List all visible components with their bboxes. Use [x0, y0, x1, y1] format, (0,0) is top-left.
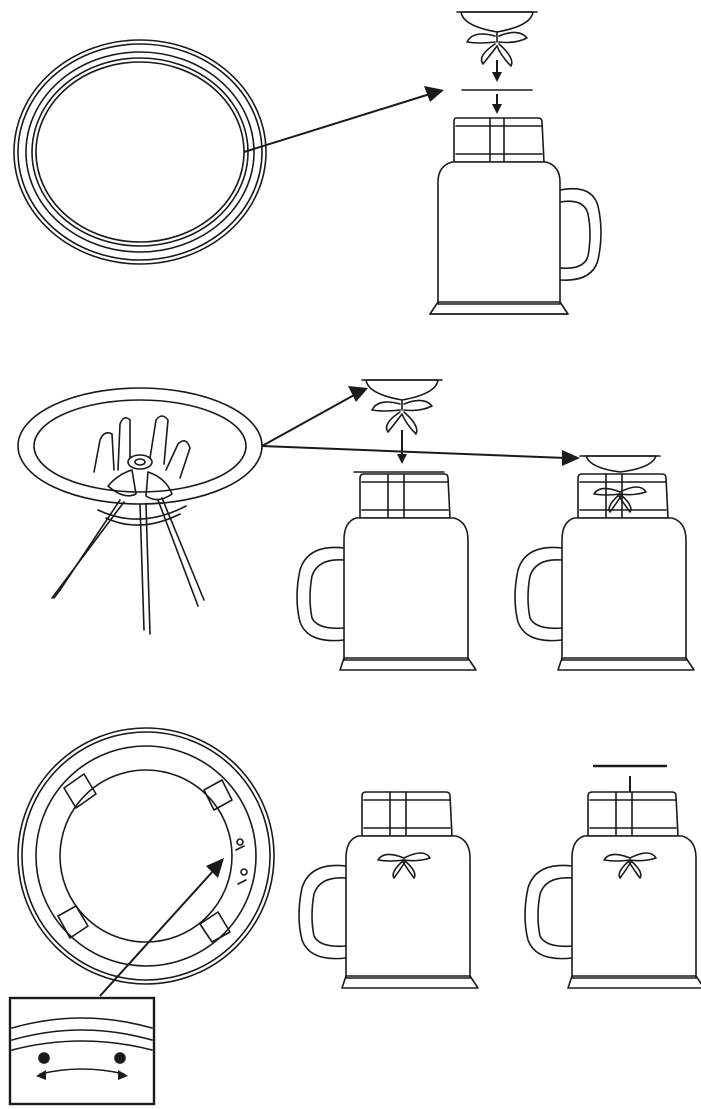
blender-jar-assembled [515, 474, 694, 670]
arrow-down-1 [492, 60, 502, 82]
arrow-to-blade-top [262, 386, 368, 446]
blender-jar-pressed [525, 792, 701, 988]
arrow-ring-to-blade [244, 86, 444, 152]
step-2-panel [18, 380, 694, 670]
arrow-detail-to-ring [100, 858, 224, 996]
blender-jar-icon [430, 118, 601, 314]
gasket-ring [14, 40, 266, 264]
step-3-panel [10, 728, 701, 1104]
seal-cap [580, 456, 660, 472]
arrow-down-3 [397, 430, 407, 464]
lock-indicator-detail [10, 998, 154, 1104]
blender-jar-locked [299, 792, 478, 988]
blade-assembly-icon [362, 380, 442, 434]
blade-with-seal [18, 388, 262, 634]
blender-jar-icon [297, 474, 476, 670]
arrow-to-assembled [262, 446, 580, 466]
arrow-down-2 [492, 94, 502, 114]
blade-assembly-icon [457, 12, 537, 66]
step-1-panel [14, 12, 601, 314]
